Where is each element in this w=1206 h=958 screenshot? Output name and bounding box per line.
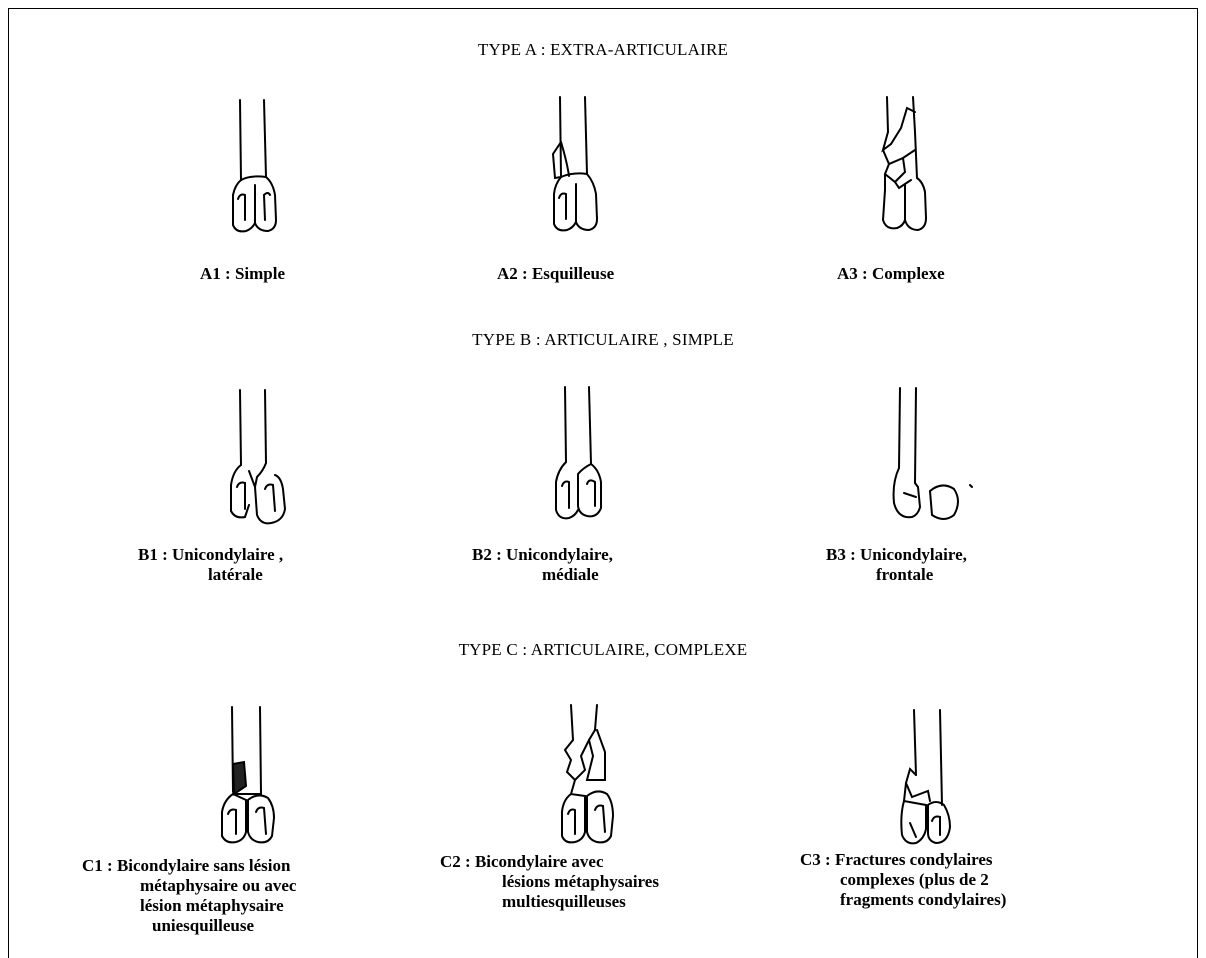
caption-b1-line: latérale (138, 565, 283, 585)
section-heading-type-b: TYPE B : ARTICULAIRE , SIMPLE (0, 330, 1206, 350)
femur-drawing-c2 (535, 700, 645, 850)
caption-b2: B2 : Unicondylaire, médiale (472, 545, 613, 585)
caption-b3: B3 : Unicondylaire, frontale (826, 545, 967, 585)
section-heading-type-a: TYPE A : EXTRA-ARTICULAIRE (0, 40, 1206, 60)
caption-c2: C2 : Bicondylaire avec lésions métaphysa… (440, 852, 659, 912)
section-heading-type-c: TYPE C : ARTICULAIRE, COMPLEXE (0, 640, 1206, 660)
caption-c1-line: uniesquilleuse (82, 916, 296, 936)
caption-c1-line: métaphysaire ou avec (82, 876, 296, 896)
caption-c3-line: fragments condylaires) (800, 890, 1006, 910)
caption-a3: A3 : Complexe (837, 264, 945, 284)
femur-drawing-a2 (525, 92, 635, 240)
femur-drawing-b3 (870, 383, 990, 531)
femur-drawing-c3 (870, 705, 980, 850)
femur-drawing-b2 (527, 382, 637, 530)
caption-c2-line: multiesquilleuses (440, 892, 659, 912)
caption-c1: C1 : Bicondylaire sans lésion métaphysai… (82, 856, 296, 936)
caption-c1-line: lésion métaphysaire (82, 896, 296, 916)
femur-drawing-b1 (205, 385, 315, 530)
caption-c3-line: complexes (plus de 2 (800, 870, 1006, 890)
femur-drawing-c1 (200, 702, 310, 850)
caption-a3-line: A3 : Complexe (837, 264, 945, 284)
caption-a2-line: A2 : Esquilleuse (497, 264, 614, 284)
caption-c3-line: C3 : Fractures condylaires (800, 850, 1006, 870)
femur-drawing-a3 (855, 92, 965, 242)
caption-b3-line: B3 : Unicondylaire, (826, 545, 967, 565)
caption-a1: A1 : Simple (200, 264, 285, 284)
caption-c3: C3 : Fractures condylaires complexes (pl… (800, 850, 1006, 910)
femur-drawing-a1 (200, 95, 310, 240)
caption-b1: B1 : Unicondylaire , latérale (138, 545, 283, 585)
caption-b2-line: médiale (472, 565, 613, 585)
caption-c2-line: C2 : Bicondylaire avec (440, 852, 659, 872)
caption-b1-line: B1 : Unicondylaire , (138, 545, 283, 565)
caption-c2-line: lésions métaphysaires (440, 872, 659, 892)
caption-a1-line: A1 : Simple (200, 264, 285, 284)
caption-c1-line: C1 : Bicondylaire sans lésion (82, 856, 296, 876)
caption-a2: A2 : Esquilleuse (497, 264, 614, 284)
caption-b2-line: B2 : Unicondylaire, (472, 545, 613, 565)
caption-b3-line: frontale (826, 565, 967, 585)
